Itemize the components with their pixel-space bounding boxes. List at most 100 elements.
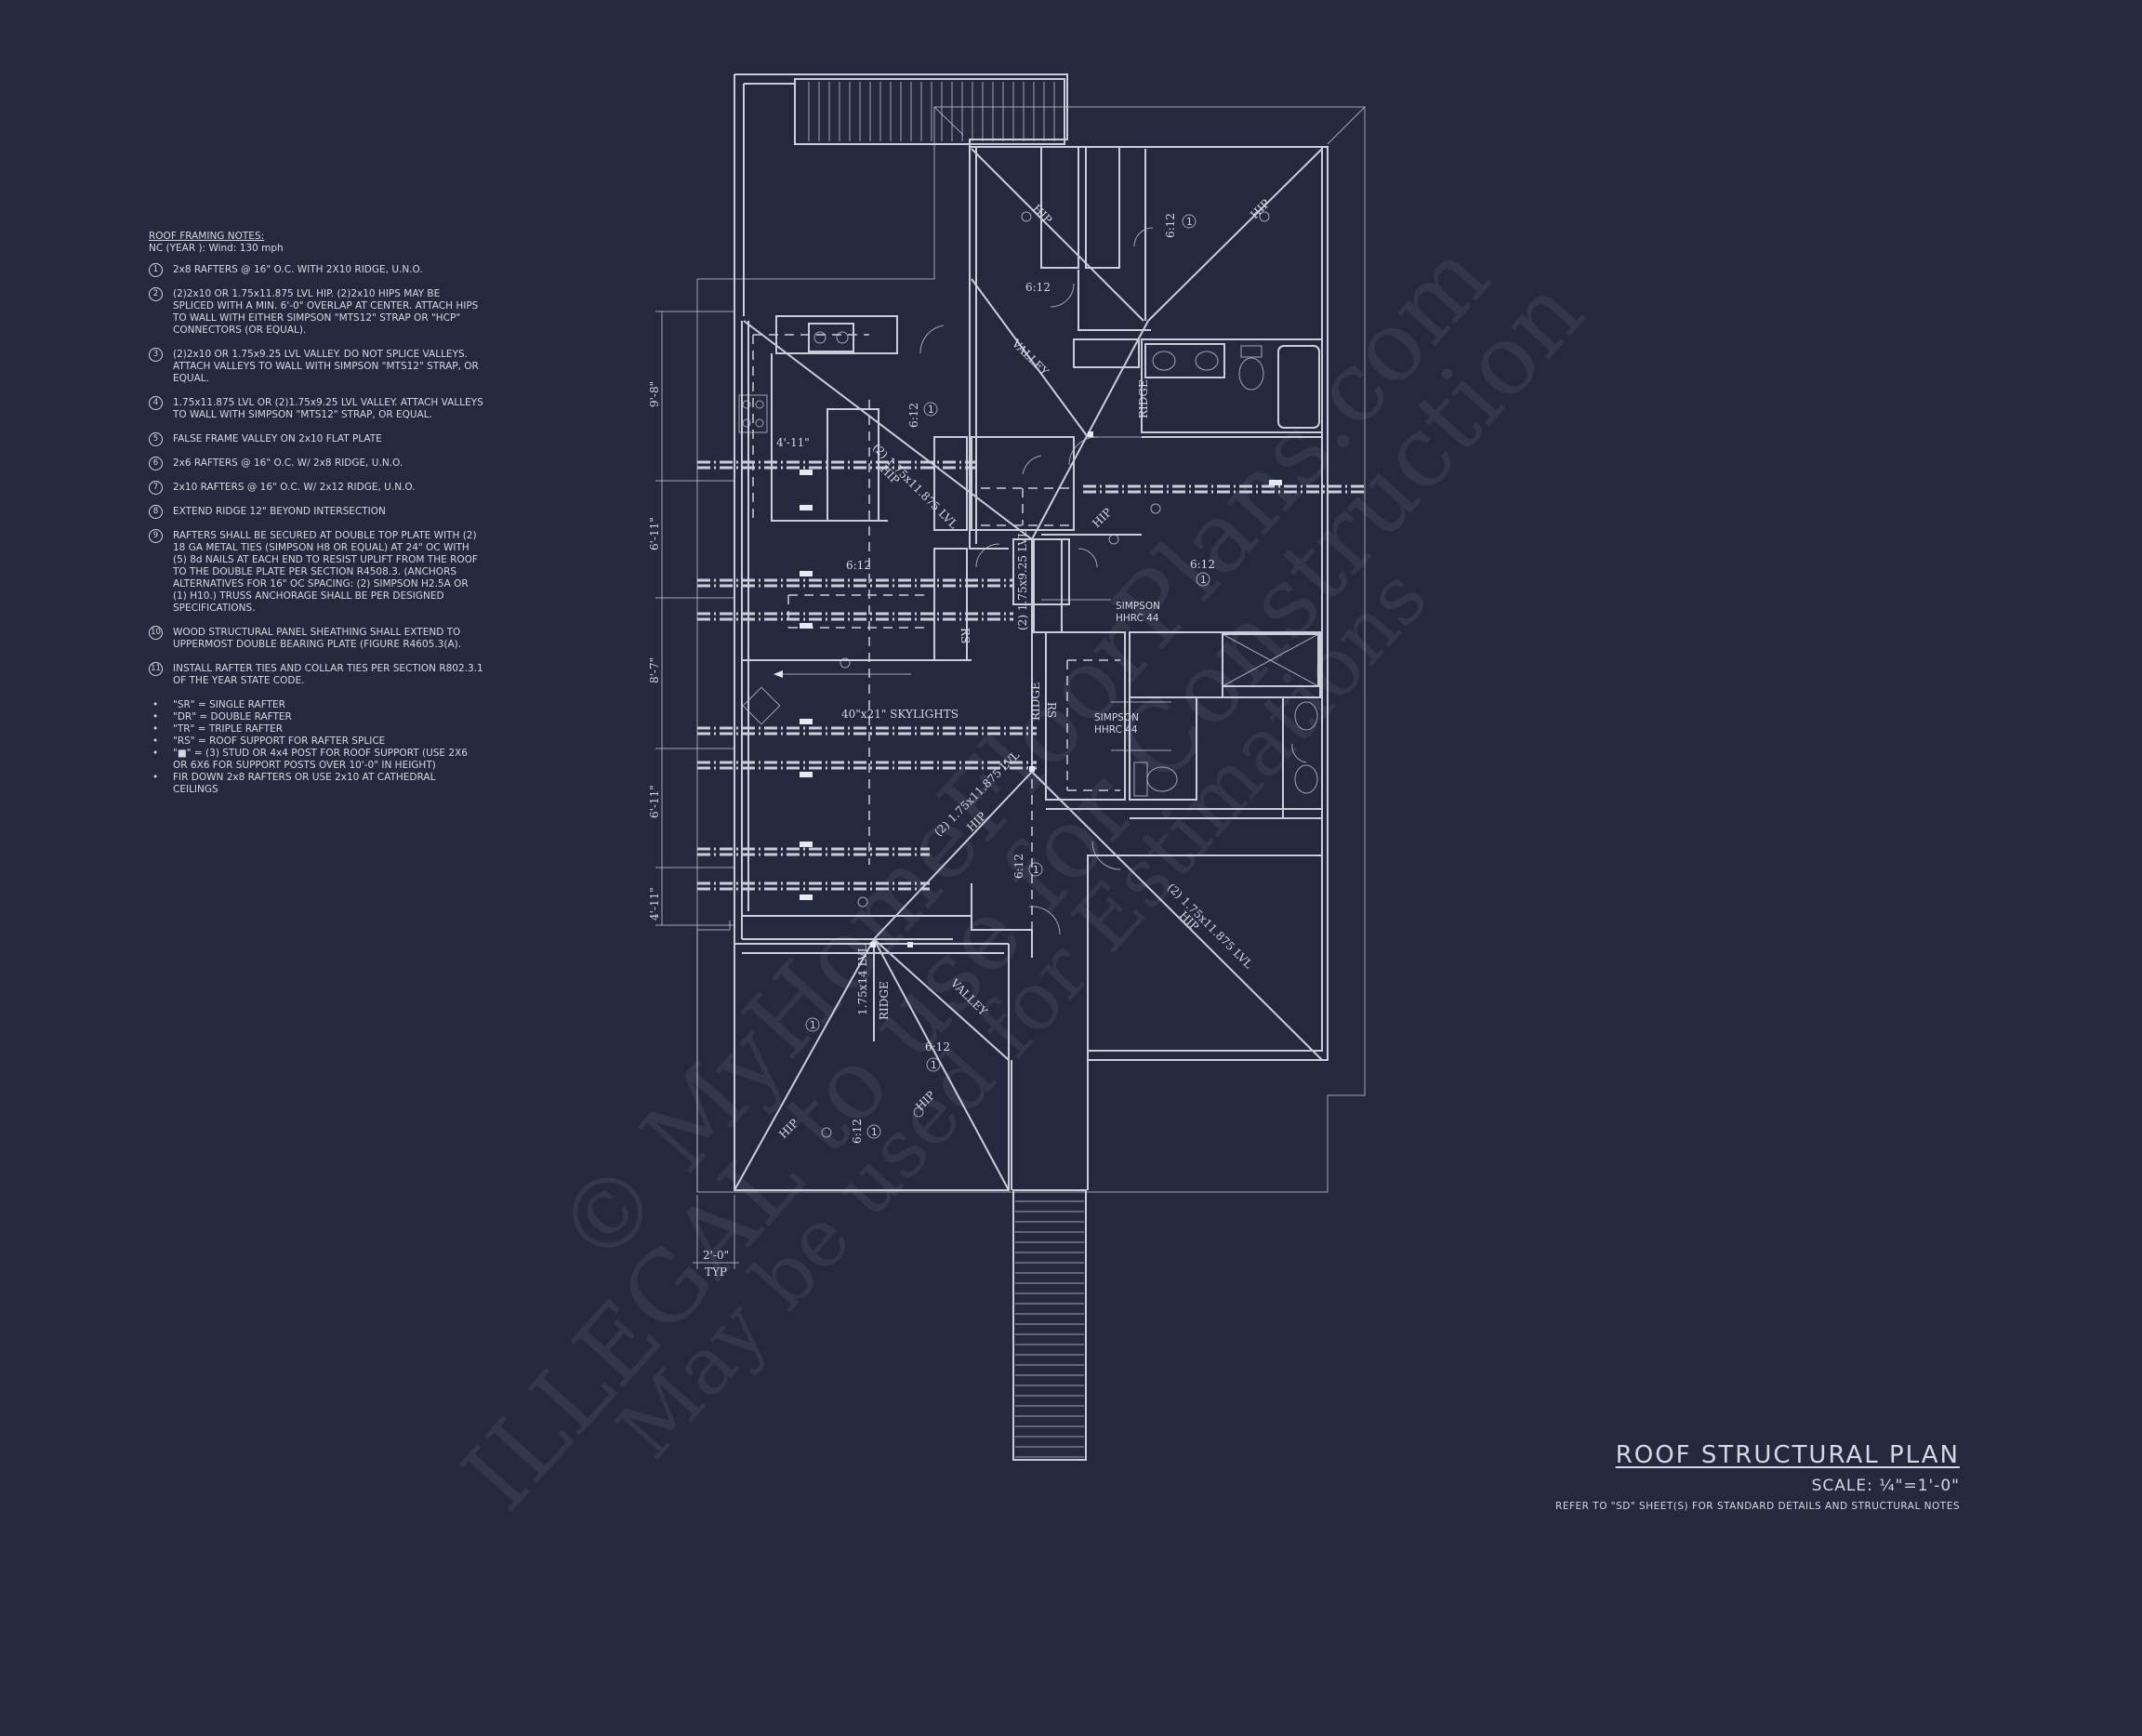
note-number: 5 — [149, 432, 163, 446]
label-slope-6: 6:12 — [1012, 854, 1025, 879]
note-item: 2 (2)2x10 OR 1.75x11.875 LVL HIP. (2)2x10… — [149, 287, 483, 337]
roof-structural-plan-drawing: 1 1 1 1 1 1 1 HIP HIP 6:12 6:12 VALLEY R… — [648, 73, 1366, 1461]
note-text: INSTALL RAFTER TIES AND COLLAR TIES PER … — [173, 663, 483, 686]
svg-text:1: 1 — [810, 1020, 816, 1031]
svg-text:1: 1 — [1186, 217, 1193, 228]
note-item: 3 (2)2x10 OR 1.75x9.25 LVL VALLEY. DO NOT… — [149, 348, 483, 385]
plan-scale: SCALE: ¼"=1'-0" — [1811, 1477, 1960, 1495]
note-number: 11 — [149, 662, 163, 676]
dim-8-7: 8'-7" — [648, 657, 661, 683]
fixtures — [738, 323, 1320, 797]
note-item: 11 INSTALL RAFTER TIES AND COLLAR TIES PE… — [149, 662, 483, 687]
dim-2-0: 2'-0" — [703, 1249, 729, 1262]
interior-walls — [742, 146, 1323, 1052]
note-text: EXTEND RIDGE 12" BEYOND INTERSECTION — [173, 506, 386, 517]
label-simpson-2a: SIMPSON — [1094, 712, 1139, 723]
label-simpson-1a: SIMPSON — [1116, 601, 1160, 612]
label-hip-1: HIP — [1030, 202, 1054, 226]
note-number: 3 — [149, 348, 163, 362]
label-valley-2: VALLEY — [947, 976, 990, 1019]
legend-item: "SR" = SINGLE RAFTER — [149, 699, 483, 711]
legend-item: FIR DOWN 2x8 RAFTERS OR USE 2x10 AT CATH… — [149, 772, 483, 796]
note-item: 10 WOOD STRUCTURAL PANEL SHEATHING SHALL … — [149, 626, 483, 651]
label-simpson-1b: HHRC 44 — [1116, 613, 1159, 624]
note-text: WOOD STRUCTURAL PANEL SHEATHING SHALL EX… — [173, 627, 462, 650]
lower-stair — [1012, 1189, 1087, 1461]
label-hip-4: HIP — [1090, 506, 1114, 530]
dim-4-11-b: 4'-11" — [648, 887, 661, 921]
title-block: ROOF STRUCTURAL PLAN SCALE: ¼"=1'-0" REF… — [1555, 1441, 1960, 1512]
beams-and-headers — [697, 334, 1365, 939]
note-text: 2x6 RAFTERS @ 16" O.C. W/ 2x8 RIDGE, U.N… — [173, 457, 403, 469]
label-hip-lvl-3: (2) 1.75x11.875 LVL — [1165, 881, 1255, 971]
roof-framing-lines — [734, 148, 1323, 1191]
upper-stair — [794, 78, 1065, 145]
label-skylights: 40"x21" SKYLIGHTS — [841, 708, 959, 721]
label-slope-1: 6:12 — [1164, 213, 1177, 238]
notes-subheading: NC (YEAR ): Wind: 130 mph — [149, 243, 284, 254]
dim-9-8: 9'-8" — [648, 381, 661, 407]
label-valley-1: VALLEY — [1009, 337, 1051, 379]
note-number: 4 — [149, 396, 163, 410]
note-item: 7 2x10 RAFTERS @ 16" O.C. W/ 2x12 RIDGE, … — [149, 481, 483, 495]
roof-eave-outline — [696, 106, 1366, 1193]
door-swings — [919, 227, 1307, 935]
label-rs-2: RS — [1045, 702, 1058, 718]
label-ridge-lvl: 1.75x14 LVL — [856, 945, 869, 1015]
note-item: 4 1.75x11.875 LVL OR (2)1.75x9.25 LVL VAL… — [149, 396, 483, 421]
note-item: 9 RAFTERS SHALL BE SECURED AT DOUBLE TOP … — [149, 529, 483, 615]
label-hip-5: HIP — [964, 810, 988, 834]
legend-item: "DR" = DOUBLE RAFTER — [149, 711, 483, 723]
legend-item: "TR" = TRIPLE RAFTER — [149, 723, 483, 735]
svg-text:1: 1 — [928, 404, 934, 416]
note-text: (2)2x10 OR 1.75x11.875 LVL HIP. (2)2x10 … — [173, 288, 479, 336]
note-number: 7 — [149, 481, 163, 495]
plan-reference: REFER TO "SD" SHEET(S) FOR STANDARD DETA… — [1555, 1501, 1960, 1512]
label-simpson-2b: HHRC 44 — [1094, 724, 1138, 735]
notes-heading: ROOF FRAMING NOTES: — [149, 231, 265, 242]
label-slope-5: 6:12 — [846, 559, 871, 572]
direction-arrows — [774, 599, 1171, 751]
dim-6-11-a: 6'-11" — [648, 517, 661, 550]
label-dim-4-11: 4'-11" — [776, 436, 810, 449]
dim-6-11-b: 6'-11" — [648, 785, 661, 818]
note-number: 6 — [149, 457, 163, 470]
dim-typ: TYP — [705, 1266, 727, 1279]
legend-item: "■" = (3) STUD OR 4x4 POST FOR ROOF SUPP… — [149, 748, 483, 772]
note-text: 2x10 RAFTERS @ 16" O.C. W/ 2x12 RIDGE, U… — [173, 482, 416, 493]
label-slope-3: 6:12 — [907, 403, 920, 428]
note-item: 8 EXTEND RIDGE 12" BEYOND INTERSECTION — [149, 505, 483, 519]
label-ridge-1: RIDGE — [1137, 379, 1150, 418]
legend-item: "RS" = ROOF SUPPORT FOR RAFTER SPLICE — [149, 735, 483, 748]
label-hip-8: HIP — [776, 1117, 800, 1141]
notes-legend: "SR" = SINGLE RAFTER"DR" = DOUBLE RAFTER… — [149, 699, 483, 796]
label-rs-1: RS — [959, 628, 972, 643]
label-slope-7: 6:12 — [925, 1040, 950, 1054]
bearing-markers — [821, 211, 1270, 1138]
label-slope-8: 6:12 — [851, 1119, 864, 1144]
label-valley-lvl: (2) 1.75x9.25 LVL — [1016, 530, 1029, 630]
note-callouts: 1 1 1 1 1 1 1 — [805, 214, 1210, 1139]
label-hip-7: HIP — [913, 1089, 937, 1113]
note-number: 9 — [149, 529, 163, 543]
dimension-string: 9'-8" 6'-11" 8'-7" 6'-11" 4'-11" 2'-0" T… — [648, 311, 739, 1279]
roof-framing-notes: ROOF FRAMING NOTES: NC (YEAR ): Wind: 13… — [149, 231, 483, 796]
note-text: (2)2x10 OR 1.75x9.25 LVL VALLEY. DO NOT … — [173, 349, 479, 384]
note-number: 8 — [149, 505, 163, 519]
svg-text:1: 1 — [871, 1127, 878, 1138]
note-item: 6 2x6 RAFTERS @ 16" O.C. W/ 2x8 RIDGE, U.… — [149, 457, 483, 470]
label-hip-lvl-1: (2) 1.75x11.875 LVL — [870, 441, 960, 531]
label-ridge-2: RIDGE — [1029, 682, 1042, 721]
label-ridge-3: RIDGE — [878, 981, 891, 1020]
note-number: 1 — [149, 263, 163, 277]
svg-text:1: 1 — [1033, 865, 1039, 876]
note-text: 1.75x11.875 LVL OR (2)1.75x9.25 LVL VALL… — [173, 397, 483, 420]
note-text: RAFTERS SHALL BE SECURED AT DOUBLE TOP P… — [173, 530, 478, 614]
note-number: 2 — [149, 287, 163, 301]
note-number: 10 — [149, 626, 163, 640]
label-slope-4: 6:12 — [1190, 558, 1215, 571]
svg-text:1: 1 — [931, 1060, 937, 1071]
